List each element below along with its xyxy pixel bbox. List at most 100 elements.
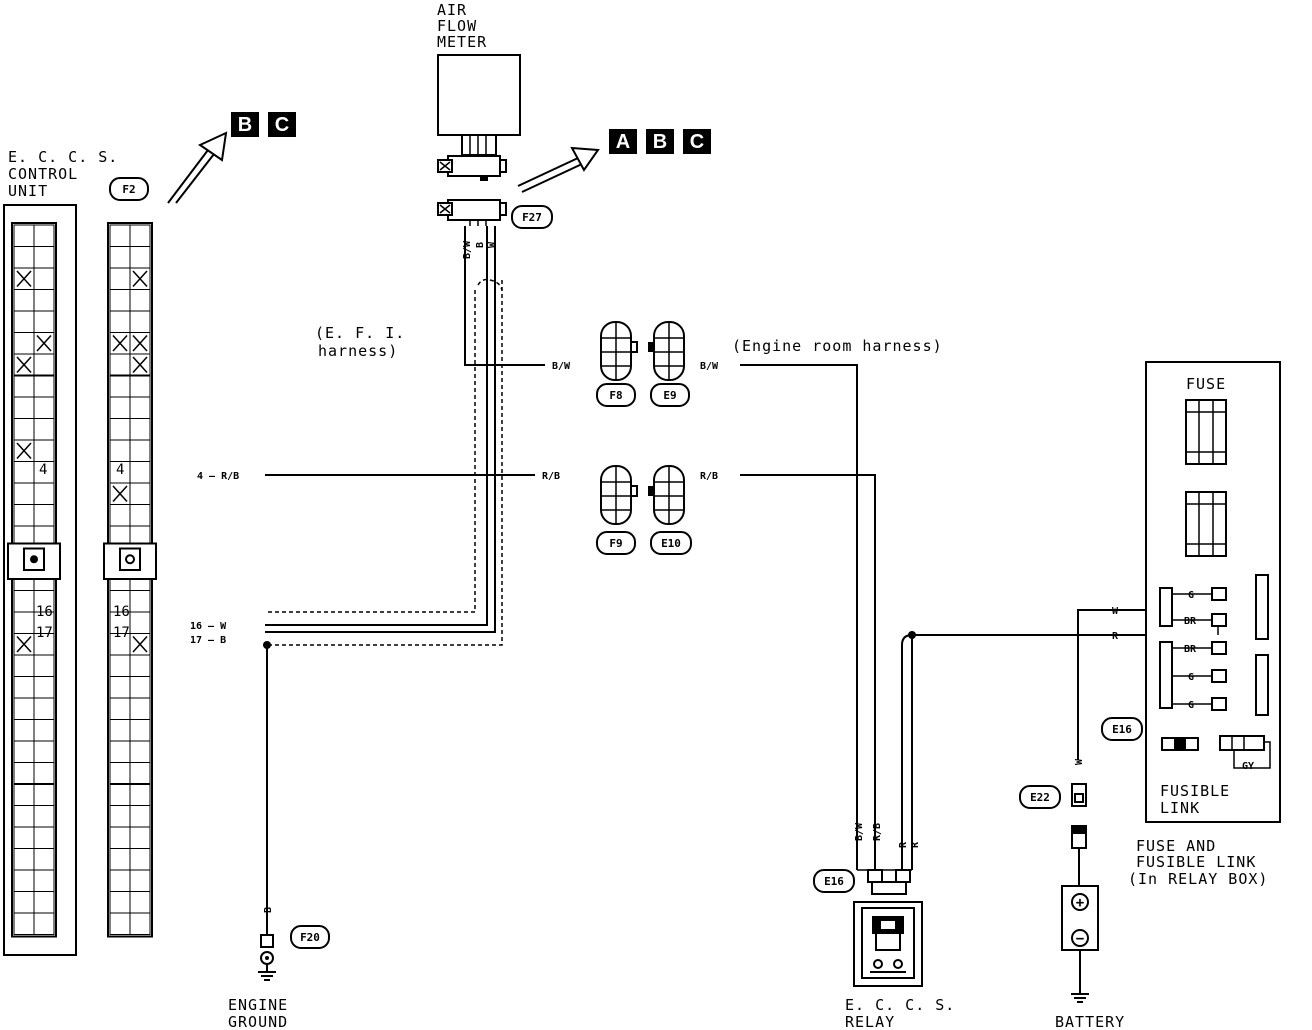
shield-outer	[265, 280, 503, 646]
harness-pin-16-label: 16	[113, 604, 130, 620]
f2-connector-tag: F2	[109, 177, 149, 201]
f2-unused-terminal-mark	[132, 635, 148, 653]
f2-terminal-cell	[129, 590, 151, 613]
fuse-strip-lower	[1255, 654, 1269, 716]
f2-terminal-cell	[129, 396, 151, 419]
wire-afm-bw	[464, 265, 545, 366]
ecu-terminal-cell	[33, 848, 55, 871]
wire-label-pin17-b: 17 — B	[190, 635, 226, 646]
svg-text:FUSIBLE LINK: FUSIBLE LINK	[1136, 853, 1256, 871]
f2-terminal-cell	[109, 418, 131, 441]
air-flow-meter	[437, 54, 521, 181]
f2-terminal-cell	[129, 740, 151, 763]
svg-text:F2: F2	[122, 183, 135, 196]
svg-text:B: B	[238, 114, 252, 136]
battery-negative-icon: −	[1076, 931, 1084, 947]
svg-text:harness): harness)	[318, 342, 398, 360]
e9-connector	[648, 321, 685, 381]
f2-terminal-cell	[129, 697, 151, 720]
f2-terminal-cell	[109, 697, 131, 720]
ecu-terminal-cell	[33, 719, 55, 742]
f2-terminal-cell	[129, 611, 151, 634]
ecu-terminal-cell	[33, 762, 55, 785]
f2-terminal-cell	[129, 912, 151, 935]
f2-terminal-cell	[109, 310, 131, 333]
ecu-terminal-cell	[13, 289, 35, 312]
eccs-control-unit-terminals	[7, 222, 61, 938]
wire-label-afm-w: W	[487, 241, 498, 248]
f2-terminal-cell	[129, 310, 151, 333]
ecu-terminal-cell	[13, 805, 35, 828]
ecu-unused-terminal-mark	[36, 334, 52, 352]
ecu-terminal-cell	[33, 267, 55, 290]
e22-connector-tag: E22	[1019, 785, 1061, 809]
fuse-wire-gy: GY	[1242, 761, 1254, 772]
reference-badges-abc: A B C	[609, 129, 711, 154]
battery-positive-icon: +	[1076, 895, 1084, 911]
wire-label-e22-w: W	[1074, 758, 1085, 765]
svg-text:AIR: AIR	[437, 1, 467, 19]
svg-text:E9: E9	[663, 389, 676, 402]
fuse-block-lower	[1185, 491, 1227, 557]
f2-terminal-cell	[129, 848, 151, 871]
ecu-unused-terminal-mark	[16, 356, 32, 374]
f2-unused-terminal-mark	[132, 270, 148, 288]
ecu-terminal-cell	[13, 891, 35, 914]
svg-text:F20: F20	[300, 931, 320, 944]
ecu-terminal-cell	[33, 396, 55, 419]
wire-r-to-fusebox	[901, 634, 1218, 646]
svg-text:LINK: LINK	[1160, 799, 1200, 817]
f2-terminal-cell	[109, 246, 131, 269]
wire-label-ground-b: B	[263, 907, 274, 913]
f2-terminal-cell	[129, 654, 151, 677]
svg-text:CONTROL: CONTROL	[8, 165, 78, 183]
svg-text:F27: F27	[522, 211, 542, 224]
ecu-terminal-cell	[13, 461, 35, 484]
ecu-terminal-cell	[33, 912, 55, 935]
f2-terminal-cell	[109, 869, 131, 892]
wire-afm-b	[265, 270, 496, 633]
f2-terminal-cell	[109, 848, 131, 871]
f2-terminal-cell	[109, 912, 131, 935]
ecu-terminal-cell	[33, 353, 55, 376]
svg-text:E16: E16	[1112, 723, 1132, 736]
ecu-terminal-cell	[33, 482, 55, 505]
engine-room-harness-label: (Engine room harness)	[732, 337, 943, 355]
svg-text:F9: F9	[609, 537, 622, 550]
f2-terminal-cell	[129, 246, 151, 269]
f2-terminal-cell	[109, 439, 131, 462]
ecu-terminal-cell	[13, 783, 35, 806]
svg-text:METER: METER	[437, 33, 487, 51]
ecu-pin-17-label: 17	[36, 625, 53, 641]
f2-terminal-cell	[129, 762, 151, 785]
ecu-terminal-cell	[33, 310, 55, 333]
shield-top	[477, 278, 503, 291]
svg-text:A: A	[616, 131, 630, 153]
f2-terminal-cell	[129, 375, 151, 398]
f2-terminal-cell	[129, 461, 151, 484]
fuse-wire-br1: BR	[1184, 616, 1197, 627]
svg-text:FUSIBLE: FUSIBLE	[1160, 782, 1230, 800]
ecu-terminal-cell	[33, 224, 55, 247]
svg-text:C: C	[275, 114, 289, 136]
f2-terminal-cell	[109, 891, 131, 914]
ecu-unused-terminal-mark	[16, 635, 32, 653]
reference-badges-bc: B C	[231, 112, 296, 137]
wire-label-relay-r2: R	[910, 841, 921, 848]
f2-terminal-cell	[109, 224, 131, 247]
f2-terminal-cell	[129, 482, 151, 505]
ecu-terminal-cell	[13, 590, 35, 613]
wire-label-afm-b: B	[475, 242, 486, 248]
svg-text:E. C. C. S.: E. C. C. S.	[845, 996, 955, 1014]
f2-terminal-cell	[129, 826, 151, 849]
fuse-and-fusible-link-label: FUSE AND FUSIBLE LINK (In RELAY BOX)	[1128, 837, 1267, 888]
f2-terminal-cell	[129, 891, 151, 914]
ecu-terminal-cell	[33, 289, 55, 312]
f2-terminal-cell	[129, 719, 151, 742]
ecu-terminal-cell	[13, 332, 35, 355]
ecu-terminal-cell	[13, 396, 35, 419]
f2-terminal-cell	[129, 504, 151, 527]
fusible-link-group-2	[1159, 641, 1227, 711]
air-flow-meter-label: AIR FLOW METER	[437, 1, 487, 51]
